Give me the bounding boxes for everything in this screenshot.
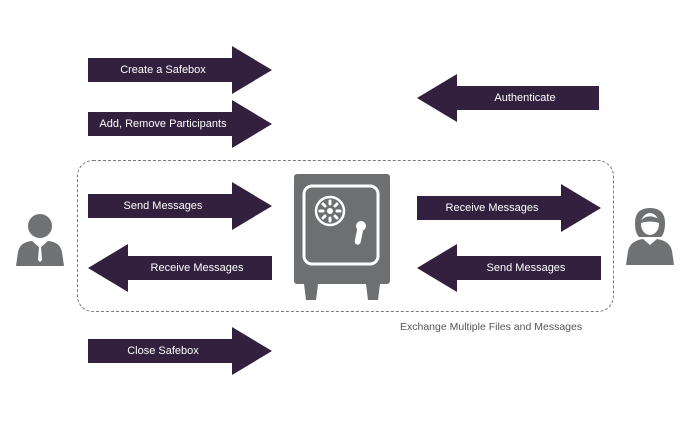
- arrow-left-shape: [417, 74, 599, 122]
- exchange-area: [77, 160, 614, 312]
- receive-messages-label: Receive Messages: [445, 202, 539, 214]
- close-safebox-arrow: Close Safebox: [88, 327, 272, 375]
- send-messages-label: Send Messages: [486, 262, 566, 274]
- arrow-right-shape: [88, 100, 272, 148]
- send-messages-arrow-left: Send Messages: [88, 182, 272, 230]
- authenticate-label: Authenticate: [494, 92, 556, 104]
- businessman-icon: [16, 214, 64, 266]
- receive-messages-label: Receive Messages: [150, 262, 244, 274]
- arrow-left-shape: [88, 244, 272, 292]
- businesswoman-icon: [626, 208, 674, 265]
- receive-messages-arrow-left: Receive Messages: [88, 244, 272, 292]
- add-remove-participants-label: Add, Remove Participants: [99, 118, 227, 130]
- close-safebox-label: Close Safebox: [127, 345, 199, 357]
- arrow-right-shape: [88, 46, 272, 94]
- create-safebox-arrow: Create a Safebox: [88, 46, 272, 94]
- arrow-right-shape: [417, 184, 601, 232]
- add-remove-participants-arrow: Add, Remove Participants: [88, 100, 272, 148]
- safe-icon: [294, 174, 390, 300]
- authenticate-arrow: Authenticate: [417, 74, 599, 122]
- exchange-caption: Exchange Multiple Files and Messages: [400, 321, 583, 333]
- receive-messages-arrow-right: Receive Messages: [417, 184, 601, 232]
- arrow-right-shape: [88, 327, 272, 375]
- arrow-left-shape: [417, 244, 601, 292]
- create-safebox-label: Create a Safebox: [120, 64, 206, 76]
- send-messages-arrow-right: Send Messages: [417, 244, 601, 292]
- send-messages-label: Send Messages: [123, 200, 203, 212]
- arrow-right-shape: [88, 182, 272, 230]
